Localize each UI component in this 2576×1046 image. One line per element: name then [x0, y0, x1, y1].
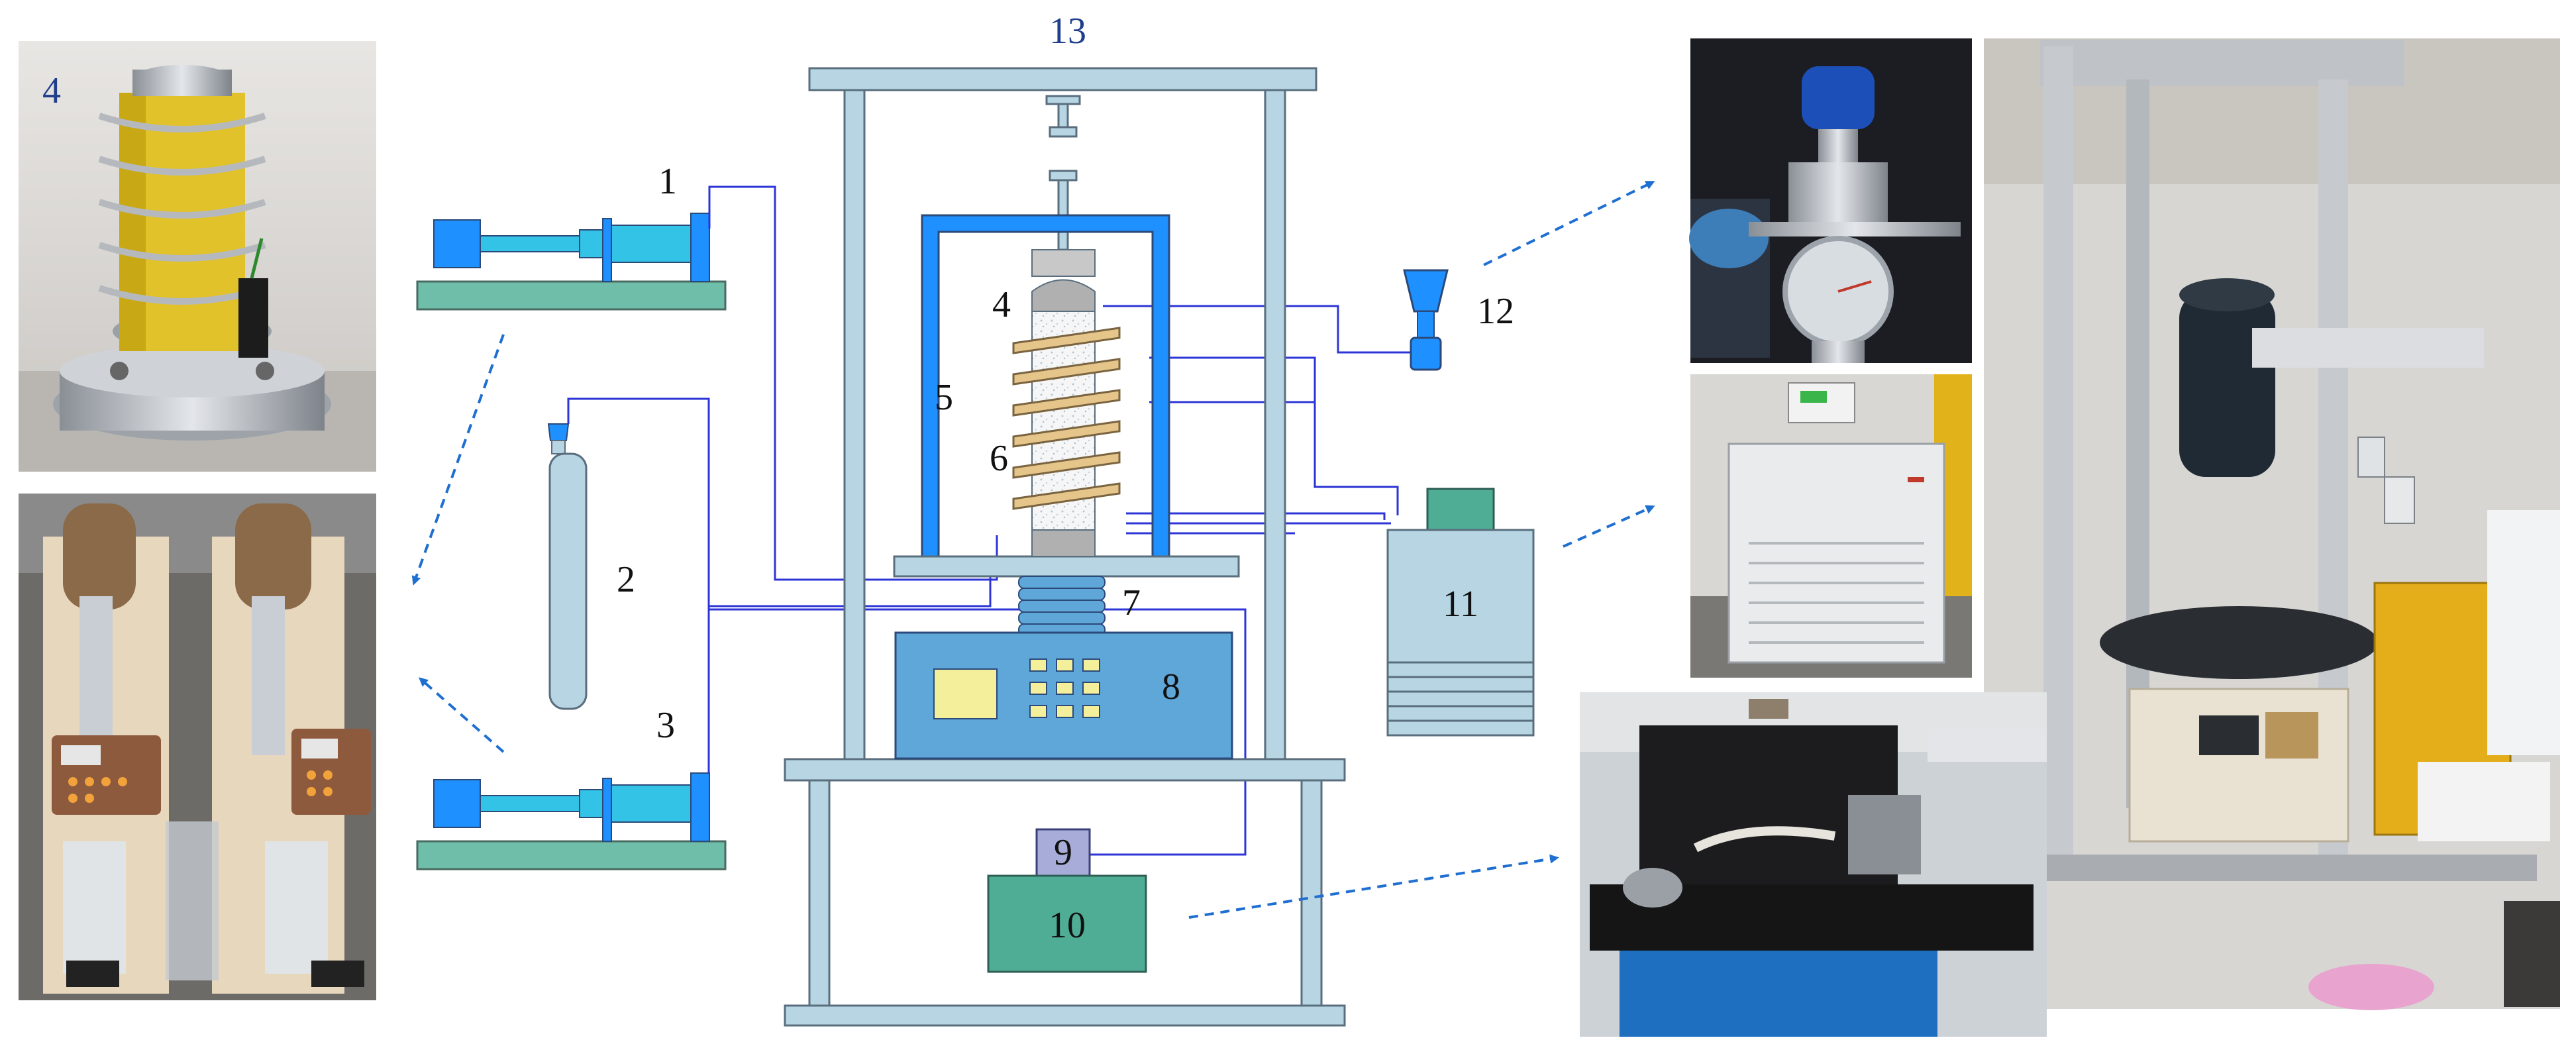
label-thermostat-bath: 11 [1443, 584, 1478, 625]
bellows [1018, 576, 1106, 637]
label-pressure-vessel: 5 [935, 377, 953, 418]
syringe-pump-top [416, 213, 727, 311]
label-sample: 4 [992, 284, 1011, 325]
controller [894, 631, 1233, 760]
photo-thermostat-bath [1690, 374, 1972, 678]
photo-load-frame-system [1984, 38, 2560, 1010]
diagram-labels: 13 1 2 3 4 5 6 7 8 9 10 11 12 [617, 11, 1514, 946]
photo-label-sample: 4 [42, 70, 61, 111]
arrow-bath-to-photo [1563, 505, 1655, 548]
label-syringe-pump-top: 1 [658, 161, 677, 202]
pressure-vessel [893, 214, 1240, 578]
label-unit-9: 9 [1054, 832, 1072, 873]
dashed-arrows [411, 181, 1655, 919]
label-gas-cylinder: 2 [617, 559, 635, 600]
label-unit-10: 10 [1049, 905, 1086, 946]
heating-coil [1012, 327, 1121, 510]
label-syringe-pump-bottom: 3 [656, 705, 675, 746]
photo-units-9-10 [1580, 692, 2047, 1037]
arrow-pump-top-to-photo [411, 334, 505, 586]
label-bellows: 7 [1122, 582, 1141, 623]
gas-cylinder [547, 423, 588, 710]
photo-syringe-pumps [19, 494, 376, 1000]
arrow-valve-to-photo [1483, 181, 1655, 266]
label-heating-coil: 6 [990, 438, 1008, 479]
load-frame [784, 67, 1346, 1027]
unit-10 [987, 874, 1147, 973]
label-load-frame: 13 [1049, 11, 1086, 52]
label-back-pressure-valve: 12 [1477, 291, 1514, 332]
back-pressure-valve [1403, 269, 1449, 371]
photo-back-pressure-valve [1689, 38, 1972, 363]
arrow-unit10-to-photo [1188, 854, 1559, 919]
syringe-pump-bottom [416, 772, 727, 870]
arrow-pump-bottom-to-photo [418, 677, 505, 753]
thermostat-bath [1386, 488, 1535, 737]
label-controller: 8 [1162, 666, 1180, 707]
photo-sample-coil: 4 [19, 41, 376, 472]
